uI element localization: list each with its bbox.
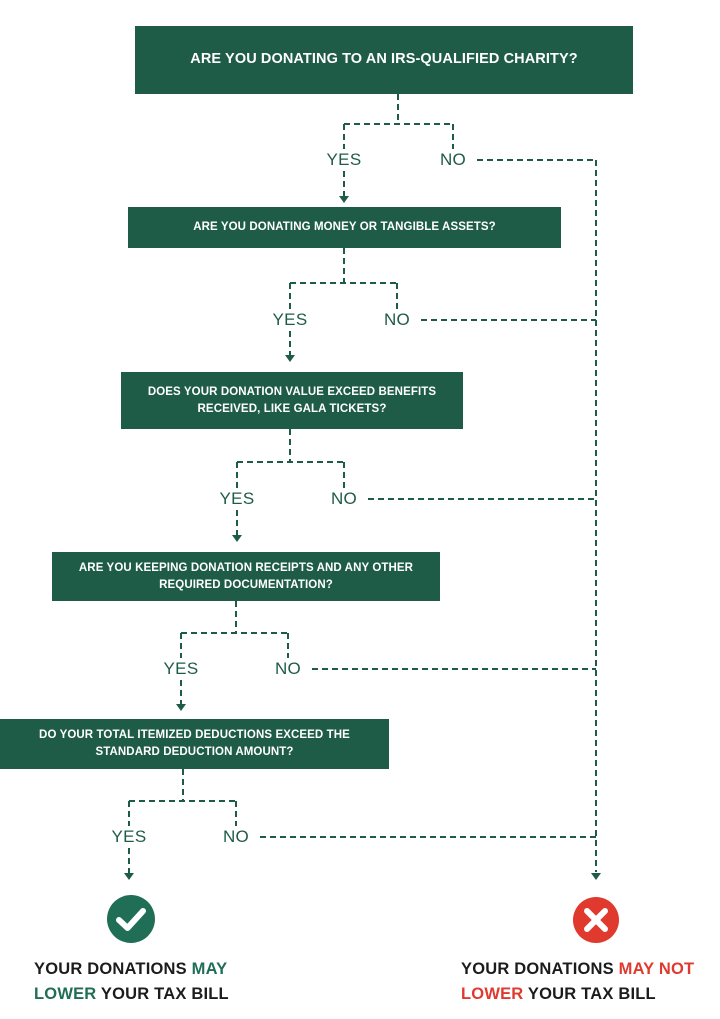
question-box-3: DOES YOUR DONATION VALUE EXCEED BENEFITS… <box>121 372 463 429</box>
negative-line1-b: MAY NOT <box>618 960 695 978</box>
yes-arrowhead-2 <box>285 355 295 362</box>
yes-label-1: YES <box>326 150 362 169</box>
no-label-4: NO <box>274 659 302 678</box>
yes-arrowhead-3 <box>232 535 242 542</box>
negative-line1-a: YOUR DONATIONS <box>461 960 619 978</box>
no-label-3: NO <box>330 489 358 508</box>
yes-label-5: YES <box>111 827 147 846</box>
negative-line2-a: LOWER <box>461 985 524 1003</box>
question-box-5: DO YOUR TOTAL ITEMIZED DEDUCTIONS EXCEED… <box>0 719 389 769</box>
question-box-1: ARE YOU DONATING TO AN IRS-QUALIFIED CHA… <box>135 26 633 94</box>
question-text-1: ARE YOU DONATING TO AN IRS-QUALIFIED CHA… <box>190 51 578 68</box>
positive-line1-b: MAY <box>191 960 228 978</box>
question-text-2: ARE YOU DONATING MONEY OR TANGIBLE ASSET… <box>193 221 496 234</box>
positive-line1-a: YOUR DONATIONS <box>34 960 192 978</box>
positive-result-text: YOUR DONATIONS MAY LOWER YOUR TAX BILL <box>34 957 229 1007</box>
yes-label-3: YES <box>219 489 255 508</box>
question-box-2: ARE YOU DONATING MONEY OR TANGIBLE ASSET… <box>128 207 561 248</box>
yes-arrowhead-4 <box>176 704 186 711</box>
x-mark-icon <box>573 897 619 943</box>
question-text-5: DO YOUR TOTAL ITEMIZED DEDUCTIONS EXCEED… <box>39 729 350 758</box>
question-text-3: DOES YOUR DONATION VALUE EXCEED BENEFITS… <box>147 385 437 415</box>
positive-line2-a: LOWER <box>34 985 97 1003</box>
no-label-1: NO <box>439 150 467 169</box>
positive-line2-b: YOUR TAX BILL <box>96 985 229 1003</box>
negative-line2-b: YOUR TAX BILL <box>523 985 656 1003</box>
negative-result-text: YOUR DONATIONS MAY NOT LOWER YOUR TAX BI… <box>461 957 694 1007</box>
yes-arrowhead-1 <box>339 196 349 203</box>
yes-label-4: YES <box>163 659 199 678</box>
yes-label-2: YES <box>272 310 308 329</box>
yes-arrowhead-5 <box>124 873 134 880</box>
checkmark-icon <box>107 895 155 943</box>
right-rail-arrowhead <box>591 873 601 880</box>
question-text-4: ARE YOU KEEPING DONATION RECEIPTS AND AN… <box>78 561 414 591</box>
question-box-4: ARE YOU KEEPING DONATION RECEIPTS AND AN… <box>52 552 440 601</box>
no-label-2: NO <box>383 310 411 329</box>
no-label-5: NO <box>222 827 250 846</box>
